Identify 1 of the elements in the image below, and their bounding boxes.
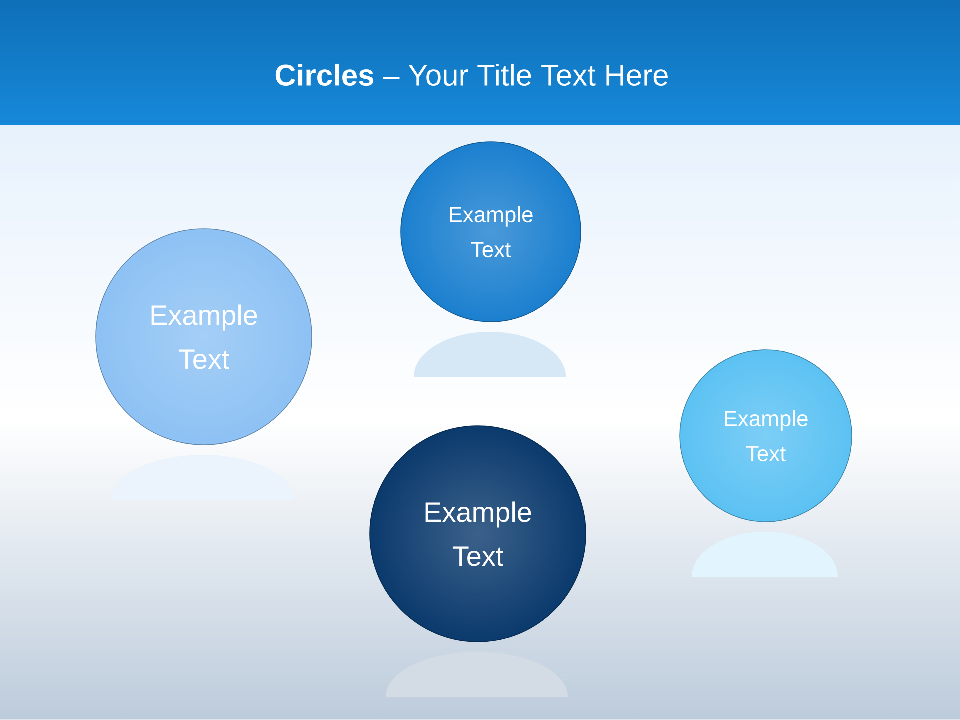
title: Circles – Your Title Text Here <box>276 64 668 86</box>
